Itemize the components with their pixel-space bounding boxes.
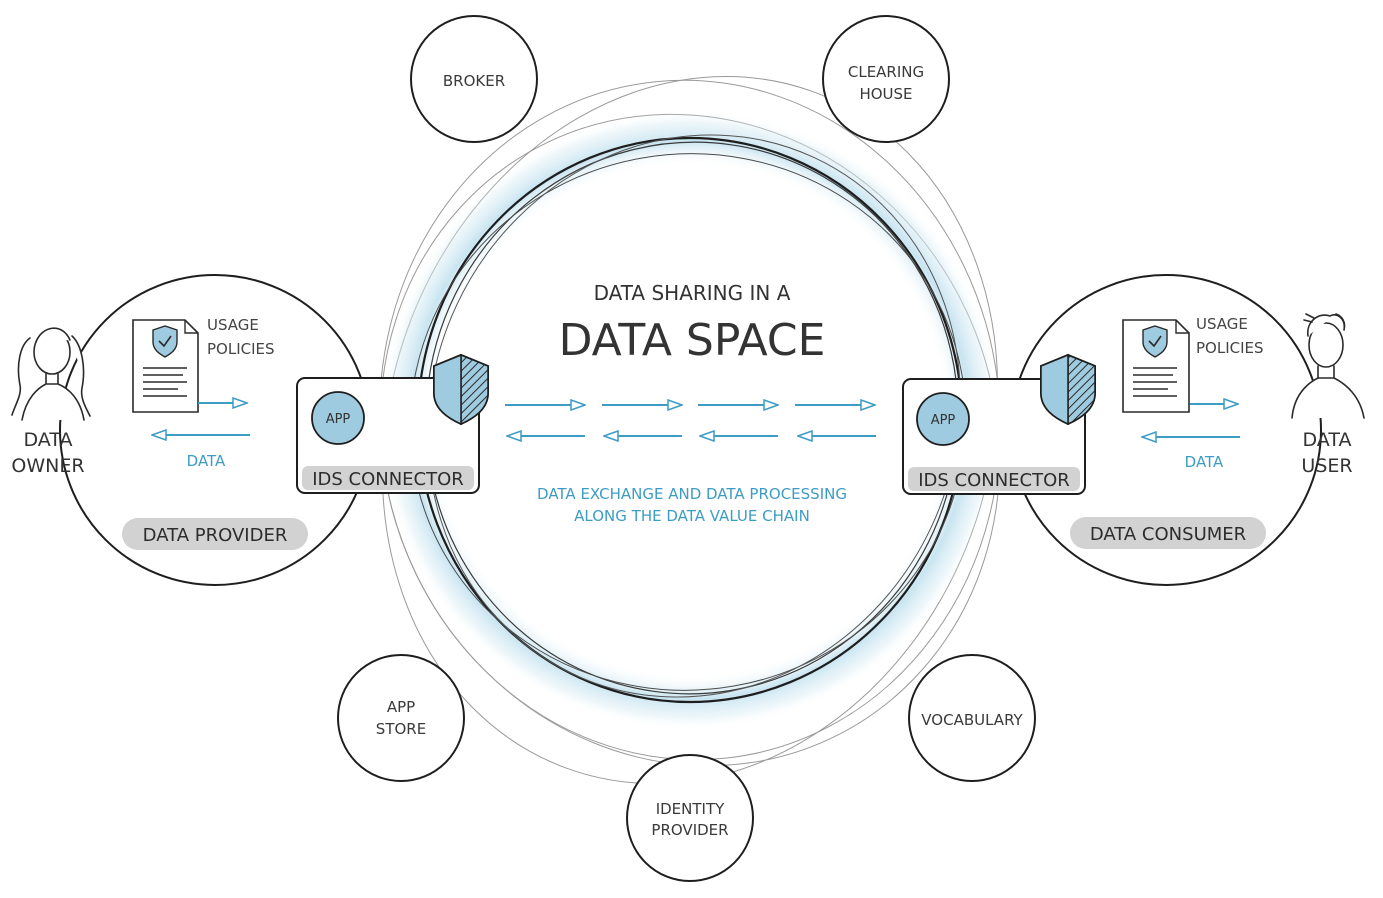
subtitle-line-2: ALONG THE DATA VALUE CHAIN xyxy=(574,507,810,525)
usage-policies-label: POLICIES xyxy=(1196,339,1264,357)
exchange-arrows xyxy=(505,405,876,436)
service-label: BROKER xyxy=(443,72,505,90)
service-identity-provider[interactable]: IDENTITY PROVIDER xyxy=(626,754,754,882)
app-label: APP xyxy=(326,412,351,427)
service-circle xyxy=(908,654,1036,782)
shield-icon xyxy=(1040,353,1096,426)
service-label: APP xyxy=(387,698,415,716)
shield-icon xyxy=(433,353,489,426)
service-label: CLEARING xyxy=(848,63,924,81)
service-circle xyxy=(626,754,754,882)
title-line-2: DATA SPACE xyxy=(559,315,826,366)
connector-label: IDS CONNECTOR xyxy=(312,469,464,490)
app-circle[interactable] xyxy=(916,392,970,446)
usage-policy-document-icon xyxy=(1122,319,1190,413)
usage-policies-label: POLICIES xyxy=(207,340,275,358)
ring-line xyxy=(427,134,961,698)
data-user-label: USER xyxy=(1301,455,1352,477)
data-owner-label: OWNER xyxy=(11,455,84,477)
service-circle xyxy=(337,654,465,782)
data-provider-pill-bg xyxy=(122,518,308,550)
connector-label: IDS CONNECTOR xyxy=(918,470,1070,491)
data-user-label: DATA xyxy=(1303,429,1352,451)
provider-data-label: DATA xyxy=(187,452,226,470)
ring-glow xyxy=(380,110,1000,730)
service-label: VOCABULARY xyxy=(921,711,1023,729)
subtitle-line-1: DATA EXCHANGE AND DATA PROCESSING xyxy=(537,485,847,503)
usage-policies-label: USAGE xyxy=(207,316,259,334)
service-label: HOUSE xyxy=(859,85,912,103)
connector-label-bg xyxy=(908,467,1080,491)
service-label: PROVIDER xyxy=(651,821,728,839)
data-consumer-pill-bg xyxy=(1070,517,1266,549)
usage-policy-document-icon xyxy=(132,319,199,413)
usage-policies-label: USAGE xyxy=(1196,315,1248,333)
data-consumer-group: DATA USER USAGE POLICIES DATA DATA CONSU… xyxy=(1010,274,1365,586)
service-label: IDENTITY xyxy=(656,800,725,818)
consumer-data-label: DATA xyxy=(1185,453,1224,471)
service-clearing-house[interactable]: CLEARING HOUSE xyxy=(822,15,950,143)
data-consumer-pill: DATA CONSUMER xyxy=(1090,524,1246,545)
ids-connector-left[interactable]: APP IDS CONNECTOR xyxy=(296,377,480,494)
data-provider-group: DATA OWNER USAGE POLICIES DATA DATA PROV… xyxy=(11,274,371,586)
service-label: STORE xyxy=(376,720,426,738)
data-user-icon xyxy=(1291,313,1365,419)
service-app-store[interactable]: APP STORE xyxy=(337,654,465,782)
data-owner-label: DATA xyxy=(24,429,73,451)
service-broker[interactable]: BROKER xyxy=(410,15,538,143)
app-circle[interactable] xyxy=(311,391,365,445)
service-circle xyxy=(822,15,950,143)
service-vocabulary[interactable]: VOCABULARY xyxy=(908,654,1036,782)
title-line-1: DATA SHARING IN A xyxy=(594,281,791,305)
data-provider-pill: DATA PROVIDER xyxy=(143,525,288,546)
service-circle xyxy=(410,15,538,143)
ids-connector-right[interactable]: APP IDS CONNECTOR xyxy=(902,378,1086,495)
app-label: APP xyxy=(931,413,956,428)
connector-label-bg xyxy=(302,466,474,490)
data-owner-icon xyxy=(11,327,91,421)
